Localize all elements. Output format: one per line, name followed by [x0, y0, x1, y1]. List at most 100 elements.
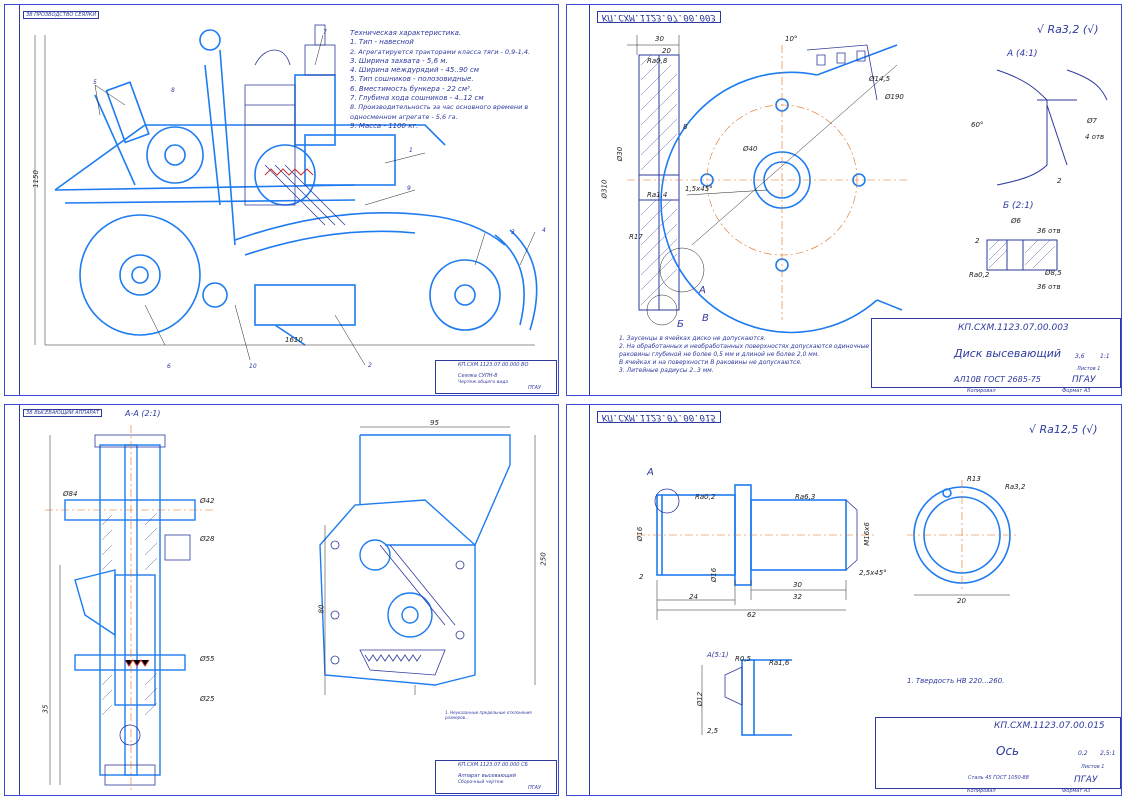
sheet1-side-column — [5, 5, 20, 395]
format-label: Формат А3 — [1062, 388, 1091, 394]
sheet-seeding-apparatus: ЗВ ВЫСЕВАЮЩИЙ АППАРАТ А-А (2:1) — [4, 404, 559, 796]
detail-b-dim: Ra0,2 — [969, 271, 990, 279]
title-name: Аппарат высевающий — [458, 773, 516, 779]
axle-dim: 32 — [793, 593, 802, 601]
disc-notes: 1. Заусенцы в ячейках диско не допускают… — [619, 335, 871, 375]
callout-label: 3 — [511, 229, 515, 236]
callout-label: 8 — [171, 87, 175, 94]
disc-dim: R17 — [629, 233, 643, 241]
title-code: КП.СХМ.1123.07.00.003 — [958, 323, 1069, 333]
title-block: КП.СХМ.1123.07.00.000 СБ Аппарат высеваю… — [435, 760, 557, 794]
detail-a-title: А (4:1) — [1007, 49, 1038, 59]
callout-label: 10 — [249, 363, 257, 370]
tech-spec-line: 6. Вместимость бункера - 22 см³. — [350, 84, 473, 93]
sheet3-stamp: ЗВ ВЫСЕВАЮЩИЙ АППАРАТ — [23, 409, 103, 417]
apparatus-dim: Ø84 — [63, 490, 78, 498]
sheet-axle: КП.СХМ.1123.07.00.015 √ Ra12,5 (√) — [566, 404, 1122, 796]
hardness-note: 1. Твердость НВ 220...260. — [907, 677, 1005, 685]
apparatus-dim: 35 — [41, 704, 50, 714]
tech-spec: Техническая характеристика. 1. Тип - нав… — [350, 29, 545, 131]
tech-spec-line: 4. Ширина междурядий - 45..90 см — [350, 66, 480, 75]
axle-dim: 30 — [793, 581, 802, 589]
title-material: Сталь 45 ГОСТ 1050-88 — [968, 775, 1029, 781]
disc-dim: 10° — [785, 35, 798, 43]
callout-label: 6 — [167, 363, 171, 370]
axle-dim: 20 — [957, 597, 966, 605]
apparatus-drawing — [45, 425, 536, 790]
callout-label: 5 — [93, 79, 97, 86]
disc-drawing — [627, 35, 1108, 334]
axle-dim: 24 — [689, 593, 698, 601]
tech-spec-line: 7. Глубина хода сошников - 4..12 см — [350, 94, 484, 103]
general-view-drawing — [34, 24, 538, 366]
disc-dim: Ø190 — [885, 93, 904, 101]
axle-dim: Ra3,2 — [1005, 483, 1026, 491]
title-sub: Чертеж общего вида — [458, 380, 509, 385]
title-name: Сеялка СУПН-8 — [458, 373, 498, 379]
title-block: КП.СХМ.1123.07.00.000 ВО Сеялка СУПН-8 Ч… — [435, 360, 557, 394]
apparatus-dim: 250 — [539, 552, 548, 566]
sheet-seeding-disc: КП.СХМ.1123.07.00.003 √ Ra3,2 (√) — [566, 4, 1122, 396]
axle-drawing — [637, 480, 1017, 736]
callout-label: 2 — [368, 362, 372, 369]
axle-dim: Ø16 — [636, 526, 645, 542]
apparatus-dim: Ø42 — [200, 497, 215, 505]
detail-a-dim: 60° — [971, 121, 984, 129]
axle-dim: 2 — [639, 573, 644, 581]
title-material: АЛ10В ГОСТ 2685-75 — [954, 375, 1041, 384]
title-org: ПГАУ — [528, 785, 542, 791]
disc-note: 3. Литейные радиусы 2..3 мм. — [619, 367, 714, 374]
tech-spec-title: Техническая характеристика. — [350, 29, 462, 37]
title-sheets: Листов 1 — [1077, 366, 1101, 372]
kopiroval: Копировал — [967, 788, 996, 794]
sheet4-side-column — [567, 405, 590, 795]
axle-dim: M16x6 — [862, 522, 871, 546]
detail-b-dim: 36 отв — [1037, 283, 1061, 291]
title-code: КП.СХМ.1123.07.00.015 — [994, 721, 1105, 731]
roughness-value: Ra12,5 — [1039, 423, 1079, 436]
view-label: Б — [677, 319, 684, 330]
dim-height: 1150 — [31, 170, 40, 188]
title-scale: 1:1 — [1100, 353, 1110, 360]
disc-dim: Ra1,4 — [647, 191, 668, 199]
roughness-value: Ra3,2 — [1047, 23, 1080, 36]
detail-dim: Ø12 — [696, 691, 705, 707]
callout-label: 9 — [407, 185, 411, 192]
apparatus-dim: 95 — [430, 419, 439, 427]
disc-note: 2. На обработанных и необработанных пове… — [619, 343, 870, 358]
title-block: КП.СХМ.1123.07.00.003 Диск высевающий 3,… — [871, 318, 1121, 388]
tech-spec-line: 2. Агрегатируется тракторами класса тяги… — [350, 47, 531, 56]
title-mass: 0,2 — [1078, 750, 1088, 757]
apparatus-dim: Ø25 — [200, 695, 215, 703]
callout-label: 4 — [542, 227, 546, 234]
tech-spec-line: 9. Масса - 1100 кг. — [350, 121, 419, 130]
detail-dim: R0,5 — [735, 655, 751, 663]
detail-b-title: Б (2:1) — [1003, 201, 1034, 211]
detail-dim: Ra1,6 — [769, 659, 790, 667]
dim-width: 1610 — [285, 336, 303, 344]
title-mass: 3,6 — [1075, 353, 1085, 360]
detail-b-dim: Ø8,5 — [1045, 269, 1062, 277]
disc-dim: Ra0,8 — [647, 57, 668, 65]
callout-label: 1 — [409, 147, 413, 154]
title-block: КП.СХМ.1123.07.00.015 Ось 0,2 2,5:1 Лист… — [875, 717, 1121, 789]
disc-note: 1. Заусенцы в ячейках диско не допускают… — [619, 335, 766, 342]
axle-dim: Ra0,2 — [695, 493, 716, 501]
kopiroval: Копировал — [967, 388, 996, 394]
disc-dim: 30 — [655, 35, 664, 43]
title-name: Диск высевающий — [954, 347, 1062, 360]
view-label: В — [702, 313, 709, 324]
sheet3-side-column — [5, 405, 20, 795]
detail-b-dim: Ø6 — [1011, 217, 1021, 225]
format-label: Формат А3 — [1062, 788, 1091, 794]
axle-dim: 2,5x45° — [859, 569, 887, 577]
apparatus-dim: 80 — [317, 604, 326, 614]
title-org: ПГАУ — [1074, 775, 1098, 785]
disc-dim: Ø40 — [743, 145, 758, 153]
disc-dim: Ø30 — [616, 146, 625, 162]
disc-dim: Ø310 — [600, 179, 609, 199]
sheet2-side-column — [567, 5, 590, 395]
title-sub: Сборочный чертеж — [458, 780, 504, 785]
axle-dim: Ø16 — [710, 567, 719, 583]
detail-a-dim: 4 отв — [1085, 133, 1105, 141]
